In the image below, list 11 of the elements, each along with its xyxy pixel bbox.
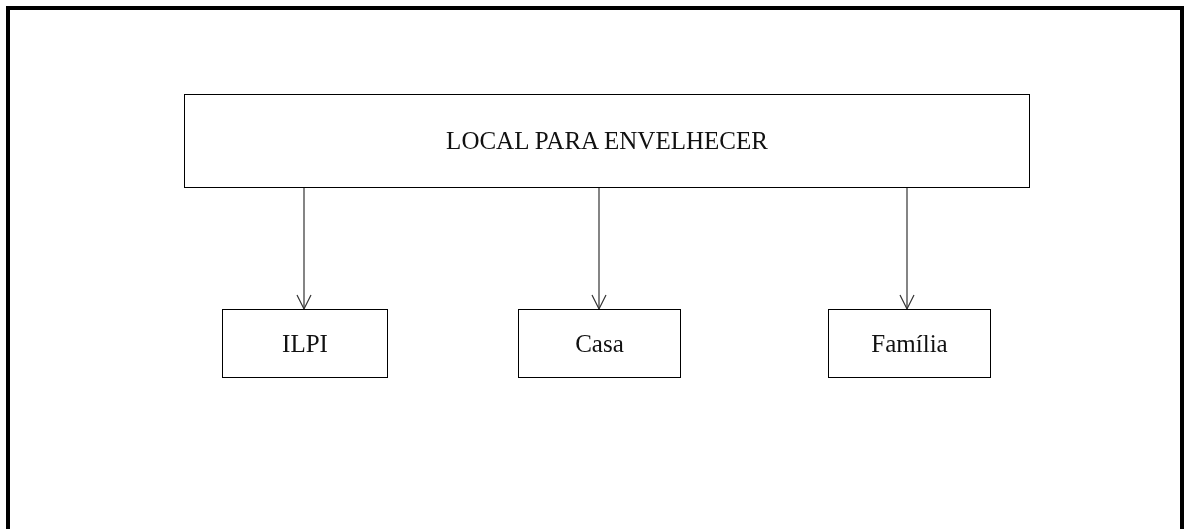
category-box <box>222 309 388 378</box>
node-label: ILPI <box>282 329 328 358</box>
node-label: Casa <box>575 329 624 358</box>
title-box <box>184 94 1030 188</box>
arrow <box>899 187 915 310</box>
arrow <box>296 187 312 310</box>
node-label: Família <box>871 329 948 358</box>
category-box <box>828 309 991 378</box>
arrow <box>591 187 607 310</box>
category-box <box>518 309 681 378</box>
heading-text: LOCAL PARA ENVELHECER <box>446 127 768 155</box>
